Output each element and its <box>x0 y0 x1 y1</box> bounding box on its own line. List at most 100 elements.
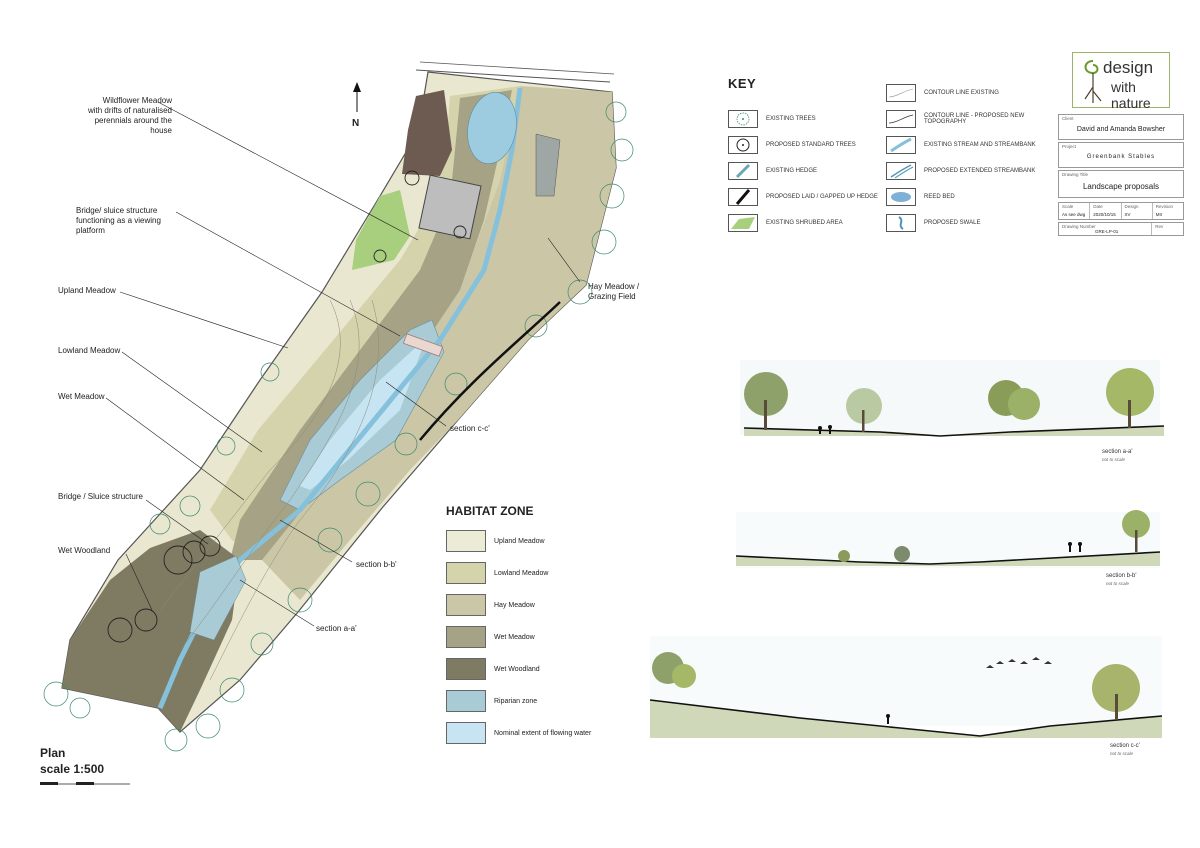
habitat-zone-label: Upland Meadow <box>494 537 545 545</box>
stream-existing-icon <box>886 136 916 154</box>
habitat-swatch <box>446 722 486 744</box>
key-item-swale: Proposed swale <box>886 212 980 234</box>
lower-riparian <box>189 555 247 641</box>
key-item-proposed-hedge: Proposed laid / gapped up hedge <box>728 186 878 208</box>
drawing-number: GRE-LP-01 <box>1095 229 1119 234</box>
north-arrow-head <box>353 82 361 92</box>
proposed-tree-icon <box>728 136 758 154</box>
annotation-bridge-sluice: Bridge / Sluice structure <box>58 492 143 501</box>
revision-value: MII <box>1155 212 1162 217</box>
habitat-zone-title: HABITAT ZONE <box>446 504 534 518</box>
annotation-wet-woodland: Wet Woodland <box>58 546 111 555</box>
leaf-swirl-icon <box>1084 60 1102 103</box>
annotation-lowland-meadow: Lowland Meadow <box>58 346 121 355</box>
habitat-zone-item: Riparian zone <box>446 690 537 712</box>
contour-existing-icon <box>886 84 916 102</box>
birds <box>986 657 1052 668</box>
habitat-swatch <box>446 530 486 552</box>
road-edge <box>415 69 611 83</box>
proposed-hedge <box>419 301 561 441</box>
house <box>418 174 482 240</box>
annotation-wildflower-meadow: Wildflower Meadow with drifts of natural… <box>87 96 172 135</box>
habitat-swatch <box>446 562 486 584</box>
upper-pond <box>467 92 517 164</box>
reed-bed <box>535 133 561 197</box>
proposed-trees <box>107 170 467 643</box>
habitat-zone-item: Lowland Meadow <box>446 562 548 584</box>
habitat-swatch <box>446 626 486 648</box>
annotation-upland-meadow: Upland Meadow <box>58 286 116 295</box>
key-item-contour-existing: Contour line existing <box>886 82 999 104</box>
yard <box>402 90 452 176</box>
habitat-swatch <box>446 690 486 712</box>
habitat-zone-label: Wet Meadow <box>494 633 535 641</box>
client-name: David and Amanda Bowsher <box>1076 126 1166 133</box>
contour-proposed-icon <box>886 110 916 128</box>
key-item-shrub-area: Existing shrubed area <box>728 212 843 234</box>
habitat-zone-label: Nominal extent of flowing water <box>494 729 592 737</box>
client-box: Client David and Amanda Bowsher <box>1058 114 1184 140</box>
boundary-trees <box>43 101 634 752</box>
plan-title: Plan <box>40 746 66 760</box>
key-item-stream-proposed: Proposed extended streambank <box>886 160 1035 182</box>
title-block: design with nature Client David and Aman… <box>1058 52 1184 236</box>
section-a-a-drawing <box>740 360 1165 437</box>
key-item-contour-proposed: Contour line - proposed new topography <box>886 108 1034 130</box>
bridge-structure <box>402 333 444 357</box>
design-value: XV <box>1124 212 1131 217</box>
key-item-existing-trees: Existing trees <box>728 108 816 130</box>
wet-woodland-zone <box>62 530 240 732</box>
habitat-zone-item: Wet Meadow <box>446 626 535 648</box>
stream-proposed-icon <box>886 162 916 180</box>
shrub-area-icon <box>728 214 758 232</box>
key-title: KEY <box>728 76 757 91</box>
key-item-proposed-trees: Proposed standard trees <box>728 134 856 156</box>
project-box: Project Greenbank Stables <box>1058 142 1184 168</box>
habitat-zone-label: Wet Woodland <box>494 665 540 673</box>
section-b-label: section b-b' not to scale <box>1106 573 1137 586</box>
habitat-swatch <box>446 594 486 616</box>
annotation-section-b: section b-b' <box>356 560 397 569</box>
section-a-label: section a-a' not to scale <box>1102 449 1133 462</box>
scale-value: As see dwg <box>1062 212 1086 217</box>
annotation-wet-meadow: Wet Meadow <box>58 392 105 401</box>
drawing-number-row: Drawing Number GRE-LP-01 Rev <box>1058 222 1184 236</box>
habitat-zone-label: Hay Meadow <box>494 601 535 609</box>
annotation-bridge-viewing: Bridge/ sluice structure functioning as … <box>76 206 161 235</box>
north-label: N <box>352 118 360 129</box>
habitat-zone-item: Upland Meadow <box>446 530 545 552</box>
drawing-title: Landscape proposals <box>1082 182 1160 191</box>
project-name: Greenbank Stables <box>1086 154 1156 160</box>
key-item-existing-hedge: Existing hedge <box>728 160 817 182</box>
key-item-stream-existing: Existing stream and streambank <box>886 134 1036 156</box>
habitat-zone-item: Hay Meadow <box>446 594 535 616</box>
annotation-section-c: section c-c' <box>450 424 490 433</box>
annotation-hay-meadow: Hay Meadow / Grazing Field <box>588 282 640 301</box>
section-b-b-drawing <box>735 510 1161 568</box>
habitat-swatch <box>446 658 486 680</box>
design-with-nature-logo: design with nature <box>1072 52 1170 111</box>
road-edge-2 <box>419 61 615 75</box>
habitat-zone-item: Wet Woodland <box>446 658 540 680</box>
date-value: 2020/10/15 <box>1093 212 1116 217</box>
key-item-reed-bed: Reed bed <box>886 186 955 208</box>
logo-line1: design <box>1103 58 1154 77</box>
section-c-c-drawing <box>649 636 1163 738</box>
proposed-hedge-icon <box>728 188 758 206</box>
existing-tree-icon <box>728 110 758 128</box>
logo-line2: with nature <box>1111 79 1151 111</box>
existing-hedge-icon <box>728 162 758 180</box>
scale-bar <box>40 782 130 785</box>
plan-scale: scale 1:500 <box>40 762 105 776</box>
shrub-area <box>352 190 410 270</box>
section-c-label: section c-c' not to scale <box>1110 743 1140 756</box>
swale-icon <box>886 214 916 232</box>
leader-lines <box>105 101 581 627</box>
habitat-zone-item: Nominal extent of flowing water <box>446 722 591 744</box>
reed-bed-icon <box>886 188 916 206</box>
drawing-title-box: Drawing Title Landscape proposals <box>1058 170 1184 198</box>
habitat-zone-label: Riparian zone <box>494 697 538 705</box>
annotation-section-a: section a-a' <box>316 624 357 633</box>
wet-meadow-zone <box>230 90 512 560</box>
